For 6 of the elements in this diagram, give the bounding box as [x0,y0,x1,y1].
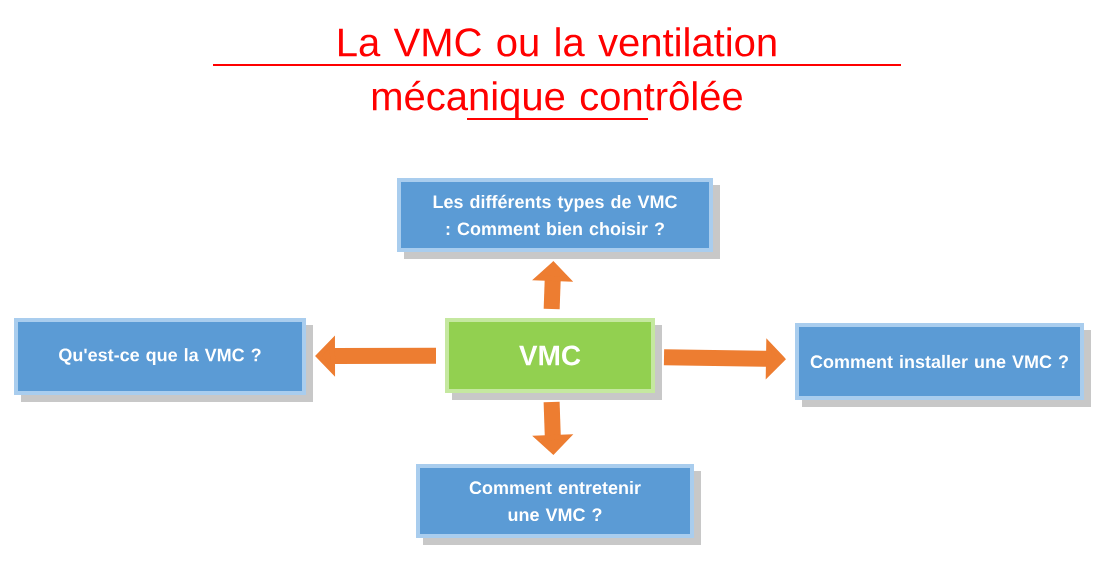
topic-box: Comment installer une VMC ? [795,323,1091,407]
topic-box: Qu'est-ce que la VMC ? [14,318,313,402]
topic-box: Comment entretenir une VMC ? [416,464,701,545]
topic-box: Les différents types de VMC : Comment bien choisir ? [397,178,720,259]
center-box: VMC [445,318,662,400]
title: La VMC ou la ventilation mécanique contrôlée [212,27,902,120]
